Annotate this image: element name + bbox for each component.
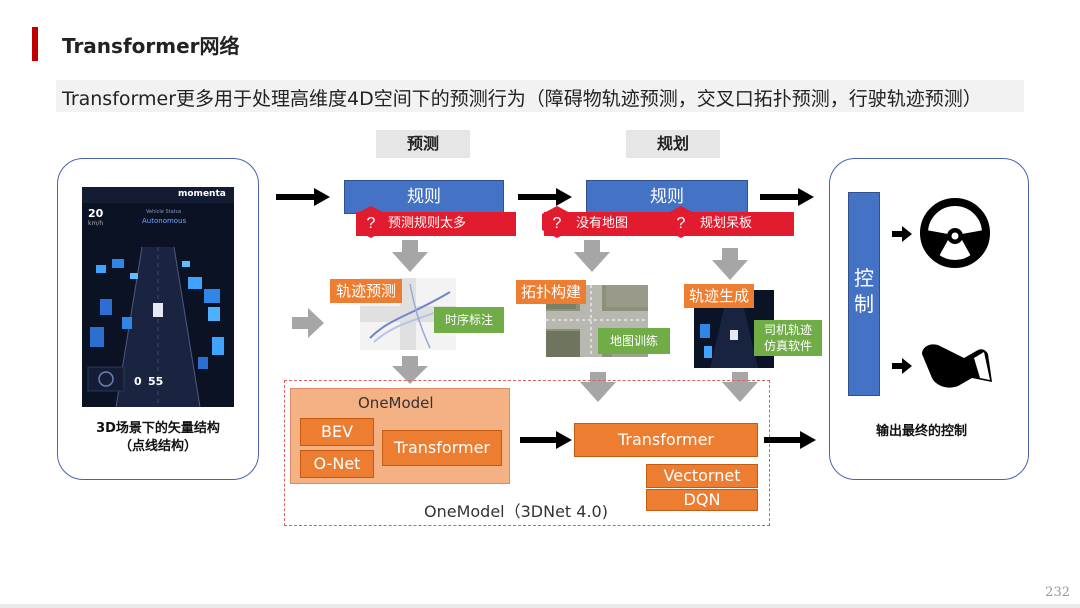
gray-arrow-down-5: [712, 248, 748, 280]
pipeline-transformer-box: Transformer: [574, 423, 758, 457]
question-icon-3: ?: [666, 206, 696, 238]
svg-text:?: ?: [553, 215, 562, 232]
gray-arrow-down: [392, 240, 428, 272]
driver-trajectory-line2: 仿真软件: [763, 339, 812, 353]
arrow-right-3: [760, 188, 814, 206]
driver-trajectory-line1: 司机轨迹: [763, 323, 812, 337]
phone-status-title: Vehicle Status: [146, 209, 182, 215]
phone-screenshot: 20 km/h momenta Vehicle Status Autonomou…: [82, 187, 234, 408]
onemodel-outer-frame: [284, 380, 770, 526]
temporal-annotation-tag: 时序标注: [434, 307, 504, 333]
map-training-tag: 地图训练: [598, 328, 670, 354]
gray-arrow-down-3: [574, 240, 610, 272]
rigid-planning-label: 规划呆板: [700, 216, 753, 231]
phone-speed-unit: km/h: [88, 220, 104, 227]
slide-subtitle: Transformer更多用于处理高维度4D空间下的预测行为（障碍物轨迹预测，交…: [62, 88, 982, 110]
onemodel-outer-label: OneModel（3DNet 4.0): [424, 502, 608, 521]
phone-bottom-right-value: 55: [148, 375, 164, 388]
phone-bottom-left-value: 0: [134, 375, 142, 388]
phone-status-value: Autonomous: [142, 217, 187, 225]
question-icon: ?: [356, 206, 386, 238]
trajectory-generation-label: 轨迹生成: [684, 284, 754, 308]
steering-wheel-icon: [920, 198, 990, 268]
onet-box: O-Net: [300, 450, 374, 478]
gray-arrow-down-4: [580, 372, 616, 402]
dqn-box: DQN: [646, 489, 758, 511]
gray-arrow-down-2: [392, 356, 428, 384]
small-arrow-right-1: [892, 226, 912, 242]
control-caption: 输出最终的控制: [876, 424, 968, 439]
phone-scene-graphic: [82, 187, 234, 408]
arrow-right-5: [764, 431, 816, 449]
control-bar-line1: 控: [854, 266, 874, 290]
pedal-icon: [922, 344, 992, 388]
phone-caption-line2: （点线结构）: [118, 439, 197, 454]
svg-text:?: ?: [367, 215, 376, 232]
phone-speed-value: 20: [88, 207, 104, 220]
predict-rule-box: 规则: [344, 180, 504, 214]
control-bar: 控 制: [848, 192, 880, 396]
gray-arrow-right: [292, 308, 324, 338]
page-number: 232: [1045, 585, 1070, 600]
svg-text:?: ?: [677, 215, 686, 232]
predict-problem-label: 预测规则太多: [388, 216, 467, 231]
onemodel-transformer-box: Transformer: [382, 430, 502, 466]
arrow-right-4: [520, 431, 572, 449]
slide-title: Transformer网络: [62, 34, 240, 58]
vectornet-box: Vectornet: [646, 464, 758, 488]
section-label-predict: 预测: [376, 130, 470, 158]
arrow-right-1: [276, 188, 330, 206]
gray-arrow-down-6: [722, 372, 758, 402]
driver-trajectory-tag: 司机轨迹 仿真软件: [754, 320, 822, 356]
control-bar-line2: 制: [854, 292, 874, 316]
arrow-right-2: [518, 188, 572, 206]
small-arrow-right-2: [892, 358, 912, 374]
title-accent-bar: [32, 27, 38, 61]
question-icon-2: ?: [542, 206, 572, 238]
no-map-label: 没有地图: [576, 216, 629, 231]
phone-brand-logo: momenta: [178, 189, 226, 199]
subtitle-background: [56, 80, 1024, 112]
onemodel-inner-title: OneModel: [358, 394, 434, 412]
footer-line: [0, 604, 1080, 608]
bev-box: BEV: [300, 418, 374, 446]
topology-build-label: 拓扑构建: [516, 280, 586, 304]
section-label-plan: 规划: [626, 130, 720, 158]
phone-caption: 3D场景下的矢量结构 （点线结构）: [70, 420, 246, 456]
trajectory-prediction-label: 轨迹预测: [330, 279, 402, 303]
phone-caption-line1: 3D场景下的矢量结构: [96, 421, 220, 436]
